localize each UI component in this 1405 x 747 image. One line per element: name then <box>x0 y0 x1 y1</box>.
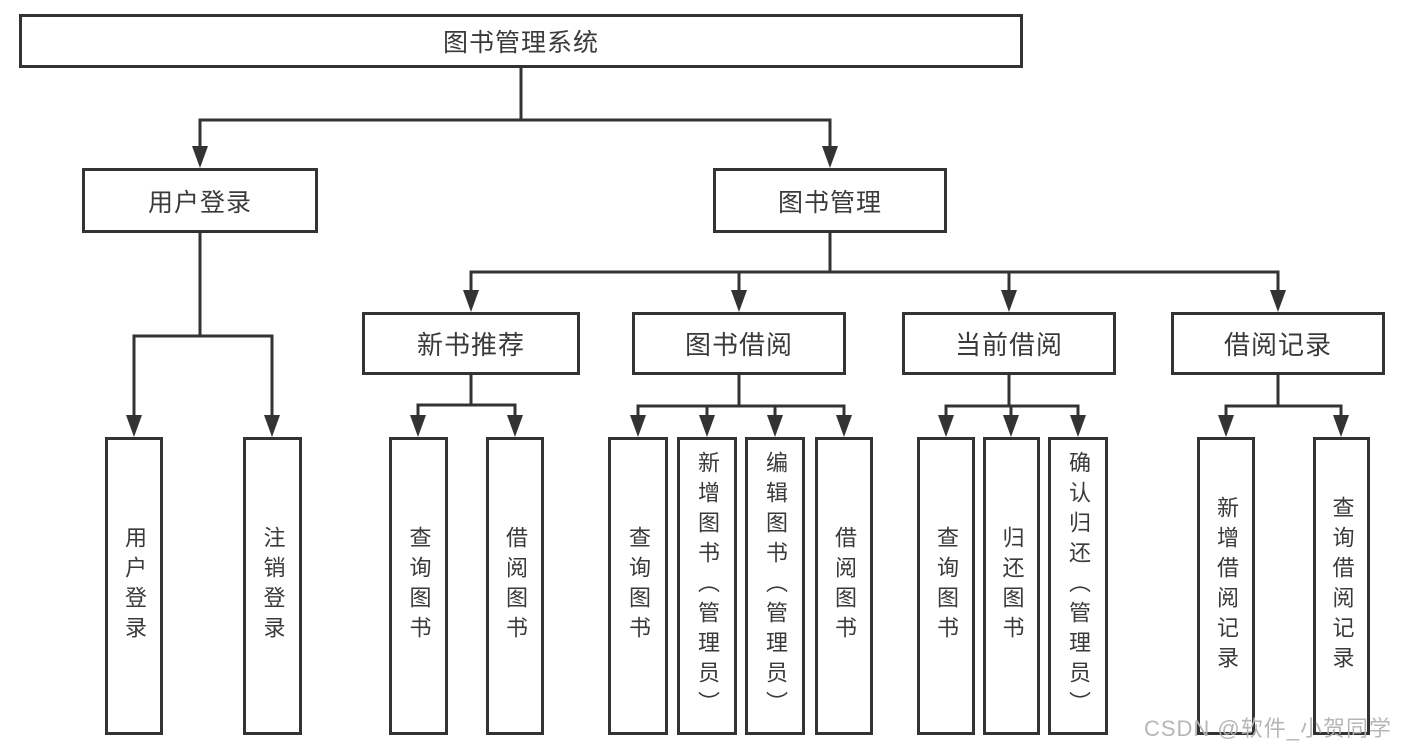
node-new-book-recommend-label: 新书推荐 <box>416 330 525 360</box>
node-current-borrow: 当前借阅 <box>902 312 1116 375</box>
node-current-borrow-label: 当前借阅 <box>954 330 1063 360</box>
leaf-borrow-books-recommend-label: 借阅图书 <box>503 526 528 646</box>
csdn-watermark: CSDN @软件_小贺同学 <box>1143 716 1392 741</box>
node-user-login: 用户登录 <box>82 168 318 233</box>
leaf-borrow-books-recommend: 借阅图书 <box>486 437 544 735</box>
node-new-book-recommend: 新书推荐 <box>362 312 580 375</box>
node-book-borrow: 图书借阅 <box>632 312 846 375</box>
leaf-query-books-borrow-label: 查询图书 <box>626 526 651 646</box>
node-root-label: 图书管理系统 <box>442 29 599 57</box>
leaf-add-borrow-record: 新增借阅记录 <box>1197 437 1255 735</box>
node-book-borrow-label: 图书借阅 <box>684 330 793 360</box>
node-borrow-record-label: 借阅记录 <box>1223 330 1332 360</box>
leaf-query-books-recommend-label: 查询图书 <box>406 526 432 646</box>
leaf-logout: 注销登录 <box>243 437 302 735</box>
leaf-add-borrow-record-label: 新增借阅记录 <box>1214 496 1239 676</box>
leaf-query-borrow-record: 查询借阅记录 <box>1313 437 1370 735</box>
node-book-management: 图书管理 <box>713 168 947 233</box>
node-borrow-record: 借阅记录 <box>1171 312 1385 375</box>
branch-lines <box>132 68 1343 419</box>
leaf-borrow-books-label: 借阅图书 <box>832 526 857 646</box>
leaf-edit-books-admin-label: 编辑图书（管理员） <box>763 451 788 721</box>
leaf-user-login: 用户登录 <box>105 437 163 735</box>
node-book-management-label: 图书管理 <box>777 188 882 217</box>
leaf-user-login-label: 用户登录 <box>122 526 147 646</box>
leaf-logout-label: 注销登录 <box>260 526 286 646</box>
leaf-query-books-current: 查询图书 <box>917 437 975 735</box>
leaf-borrow-books: 借阅图书 <box>815 437 873 735</box>
arrowheads <box>126 146 1349 437</box>
leaf-query-books-borrow: 查询图书 <box>608 437 668 735</box>
leaf-query-books-current-label: 查询图书 <box>934 526 959 646</box>
leaf-query-borrow-record-label: 查询借阅记录 <box>1329 496 1355 676</box>
leaf-edit-books-admin: 编辑图书（管理员） <box>745 437 805 735</box>
node-user-login-label: 用户登录 <box>147 188 252 217</box>
leaf-confirm-return-admin: 确认归还（管理员） <box>1048 437 1108 735</box>
leaf-query-books-recommend: 查询图书 <box>389 437 448 735</box>
leaf-return-books-label: 归还图书 <box>999 526 1025 646</box>
leaf-confirm-return-admin-label: 确认归还（管理员） <box>1066 451 1091 721</box>
leaf-add-books-admin: 新增图书（管理员） <box>677 437 737 735</box>
leaf-return-books: 归还图书 <box>983 437 1040 735</box>
node-root: 图书管理系统 <box>19 14 1023 68</box>
leaf-add-books-admin-label: 新增图书（管理员） <box>695 451 720 721</box>
